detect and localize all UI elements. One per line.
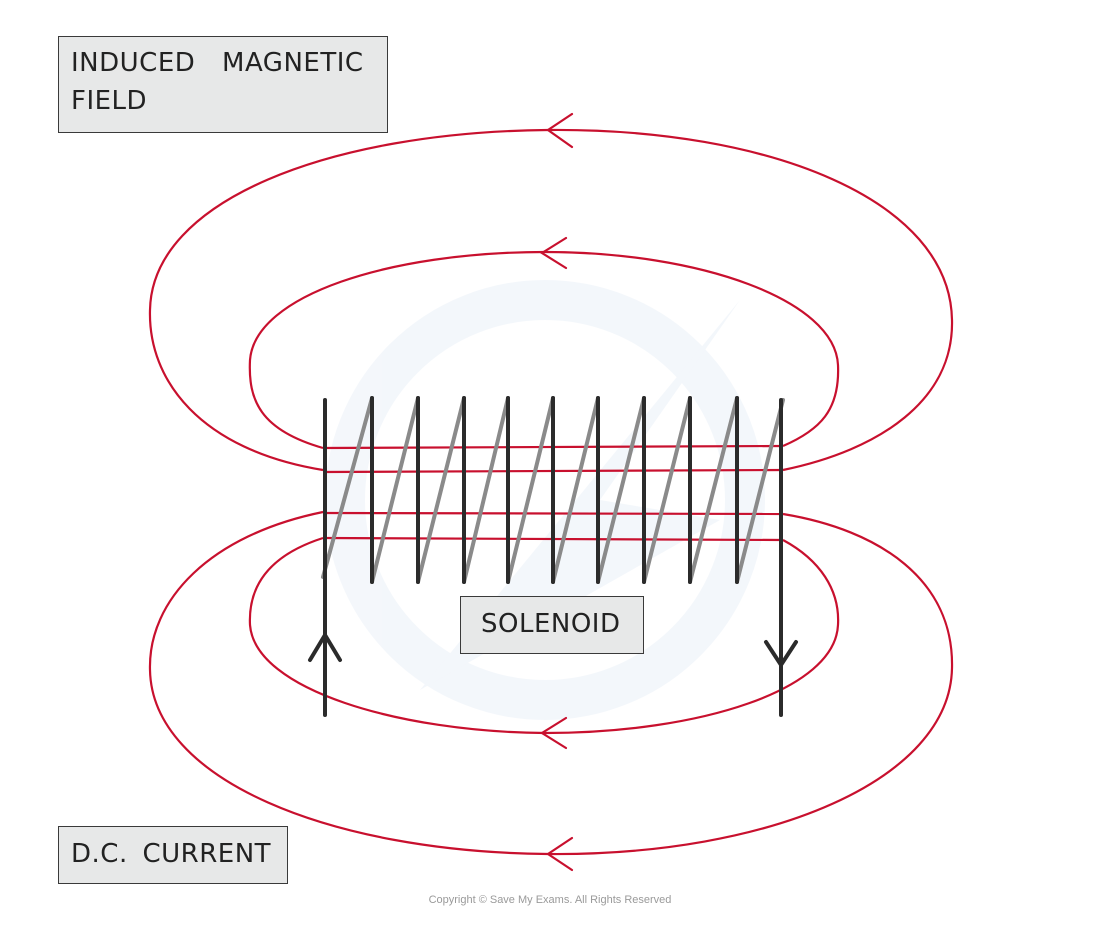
- solenoid-front-windings: [323, 396, 783, 717]
- field-arrow-outer-bottom: [546, 836, 574, 872]
- current-arrow-down: [764, 640, 798, 669]
- field-arrow-outer-top: [546, 112, 574, 149]
- solenoid-label: SOLENOID: [460, 596, 644, 654]
- induced-magnetic-field-label: INDUCED MAGNETIC FIELD: [58, 36, 388, 133]
- field-arrow-inner-top: [539, 236, 568, 270]
- current-arrow-up: [308, 631, 342, 662]
- copyright-notice: Copyright © Save My Exams. All Rights Re…: [428, 894, 672, 906]
- field-arrows: [539, 112, 574, 872]
- field-arrow-inner-bottom: [539, 716, 568, 750]
- field-lines: [148, 128, 954, 856]
- current-arrows: [308, 631, 798, 669]
- solenoid-back-windings: [321, 396, 785, 584]
- field-line-inner-bottom: [248, 536, 840, 735]
- dc-current-label: D.C. CURRENT: [58, 826, 288, 884]
